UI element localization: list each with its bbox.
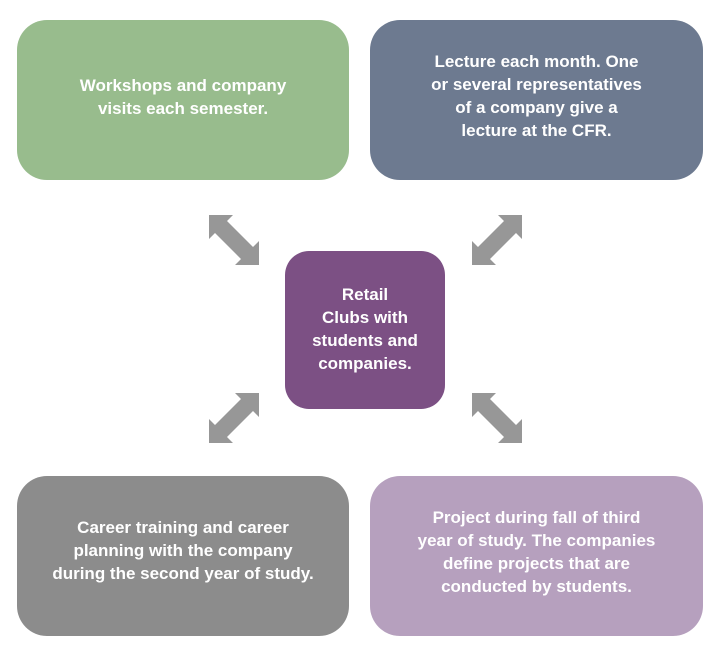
career-training-box: Career training and career planning with… <box>17 476 349 636</box>
lecture-text: Lecture each month. One or several repre… <box>431 52 642 140</box>
double-arrow-icon-top-left <box>209 215 259 265</box>
career-training-text: Career training and career planning with… <box>52 518 314 583</box>
retail-clubs-box: Retail Clubs with students and companies… <box>285 251 445 409</box>
double-arrow-icon-bottom-left <box>209 393 259 443</box>
double-arrow-icon-top-right <box>472 215 522 265</box>
workshops-text: Workshops and company visits each semest… <box>79 76 287 118</box>
project-box: Project during fall of third year of stu… <box>370 476 703 636</box>
retail-clubs-text: Retail Clubs with students and companies… <box>312 285 418 373</box>
lecture-box: Lecture each month. One or several repre… <box>370 20 703 180</box>
double-arrow-icon-bottom-right <box>472 393 522 443</box>
project-text: Project during fall of third year of stu… <box>417 508 656 596</box>
workshops-box: Workshops and company visits each semest… <box>17 20 349 180</box>
